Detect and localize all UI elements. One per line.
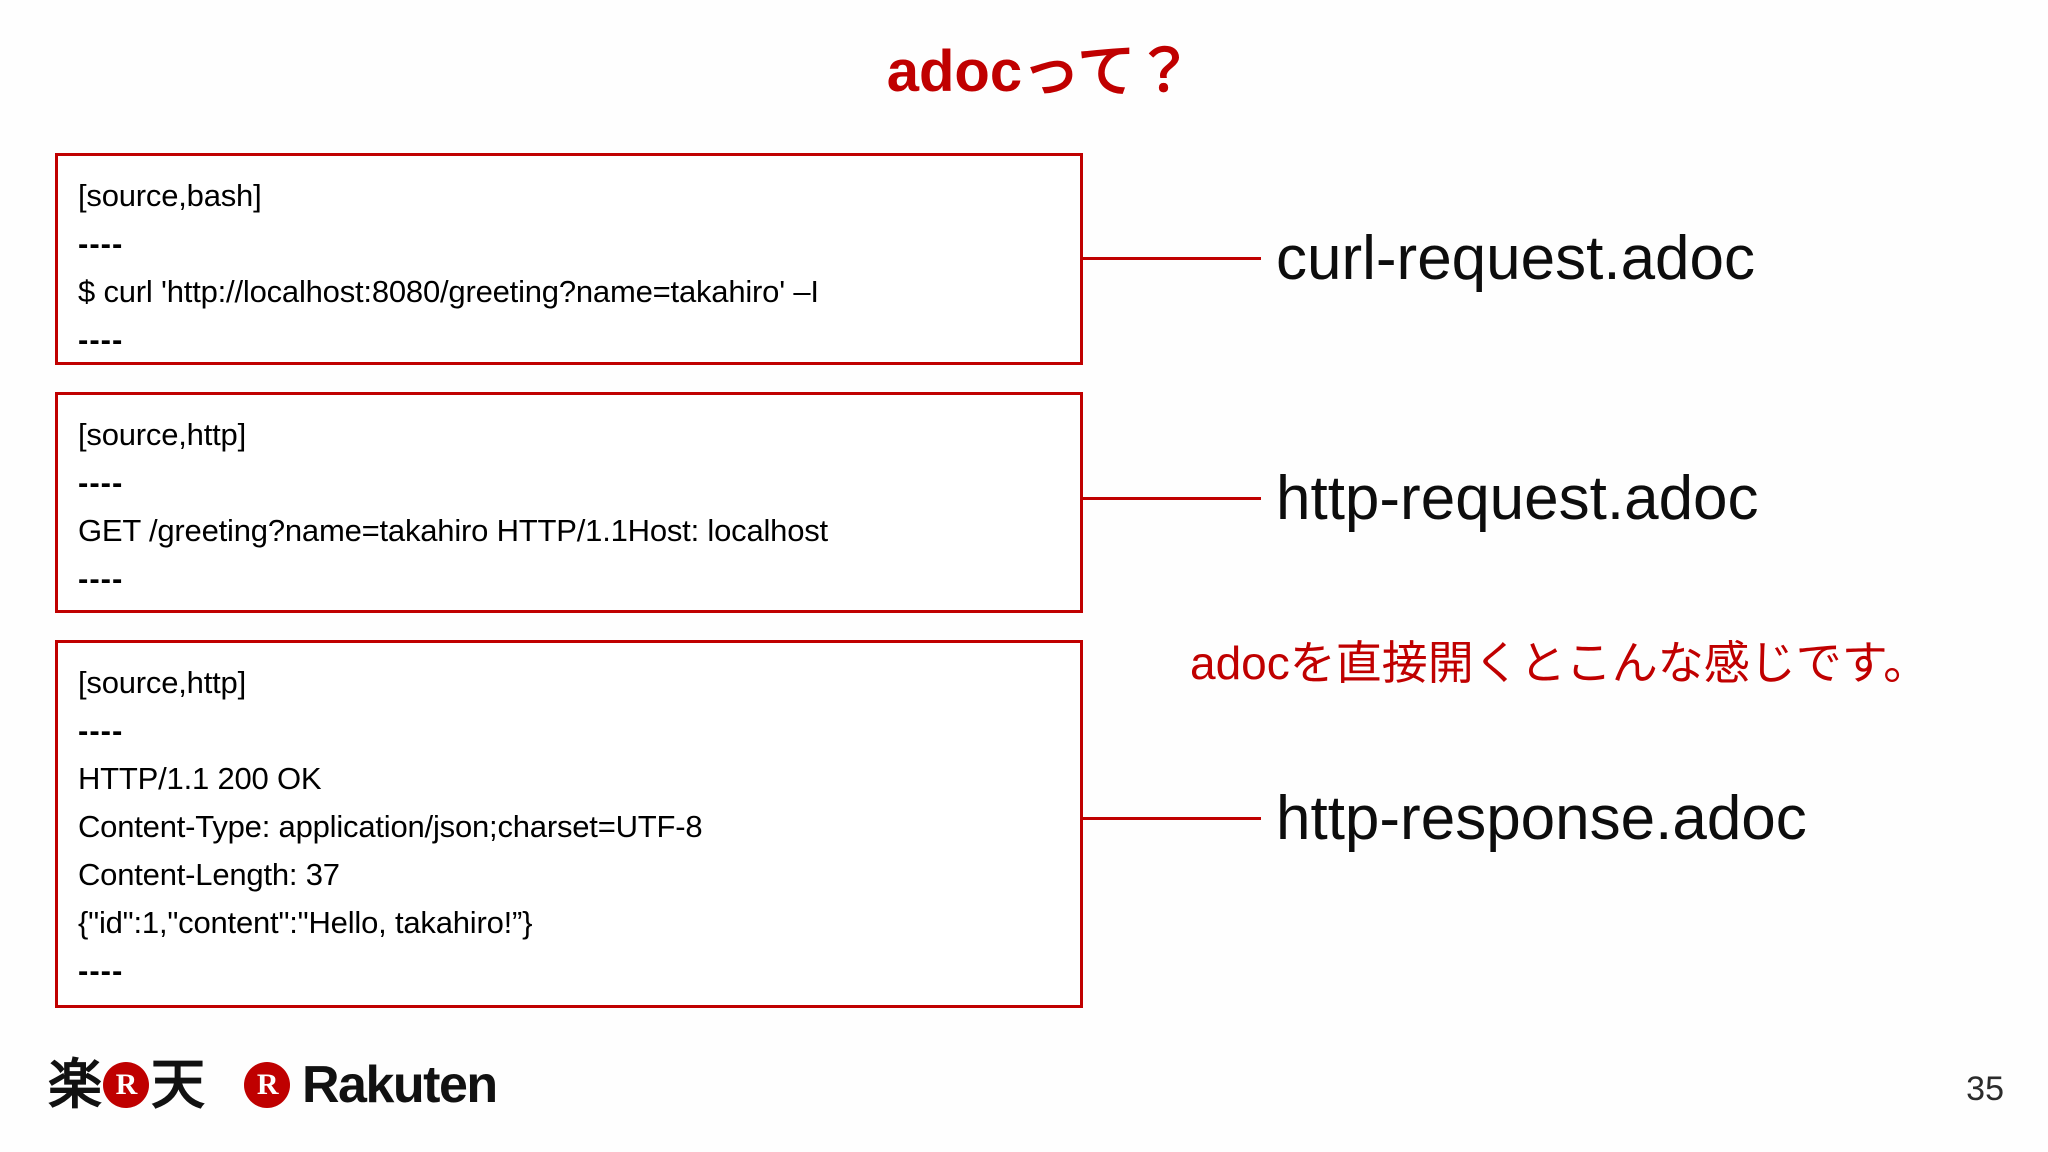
rakuten-english-logo: R Rakuten	[242, 1056, 498, 1114]
code-line: $ curl 'http://localhost:8080/greeting?n…	[78, 274, 819, 309]
code-block-curl-request: [source,bash] ---- $ curl 'http://localh…	[55, 153, 1083, 365]
code-line: ----	[78, 713, 124, 748]
page-title: adocって？	[0, 39, 2048, 104]
file-label-http-response: http-response.adoc	[1276, 784, 1807, 853]
code-block-http-response: [source,http] ---- HTTP/1.1 200 OK Conte…	[55, 640, 1083, 1008]
connector-line-http-response	[1083, 817, 1261, 820]
code-line: Content-Length: 37	[78, 857, 340, 892]
rakuten-logo-kanji-ten: 天	[151, 1055, 205, 1115]
rakuten-logo-wordmark: Rakuten	[302, 1056, 498, 1114]
code-line: ----	[78, 322, 124, 357]
code-line: [source,bash]	[78, 178, 262, 213]
code-line: {"id":1,"content":"Hello, takahiro!”}	[78, 905, 533, 940]
rakuten-logo-kanji-raku: 楽	[48, 1055, 102, 1115]
code-block-http-request: [source,http] ---- GET /greeting?name=ta…	[55, 392, 1083, 613]
rakuten-r-badge-icon: R	[103, 1062, 149, 1108]
footer-logos: 楽 R 天 R Rakuten	[48, 1055, 498, 1115]
code-line: [source,http]	[78, 665, 246, 700]
code-line: ----	[78, 953, 124, 988]
code-line: ----	[78, 465, 124, 500]
code-line: ----	[78, 226, 124, 261]
connector-line-http-request	[1083, 497, 1261, 500]
code-line: [source,http]	[78, 417, 246, 452]
page-number: 35	[1966, 1070, 2004, 1108]
rakuten-r-badge-icon: R	[244, 1062, 290, 1108]
rakuten-japanese-logo: 楽 R 天	[48, 1055, 205, 1115]
file-label-http-request: http-request.adoc	[1276, 464, 1759, 533]
code-line: GET /greeting?name=takahiro HTTP/1.1Host…	[78, 513, 828, 548]
connector-line-curl-request	[1083, 257, 1261, 260]
file-label-curl-request: curl-request.adoc	[1276, 224, 1756, 293]
code-line: Content-Type: application/json;charset=U…	[78, 809, 703, 844]
code-line: HTTP/1.1 200 OK	[78, 761, 322, 796]
code-line: ----	[78, 561, 124, 596]
annotation-text: adocを直接開くとこんな感じです。	[1190, 637, 1930, 689]
page-title-text: adocって？	[886, 39, 1194, 104]
